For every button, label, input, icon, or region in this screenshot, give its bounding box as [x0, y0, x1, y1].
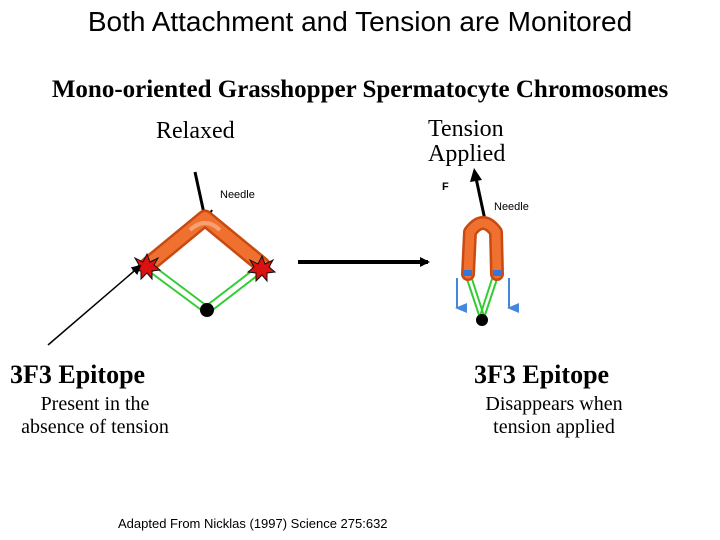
- kinetochore-right-marker: [493, 270, 502, 276]
- tension-label-line2: Applied: [428, 141, 506, 167]
- force-label: F: [442, 181, 449, 193]
- pointer-arrow: [47, 264, 142, 346]
- tension-applied-label: Tension Applied: [428, 117, 505, 167]
- spindle-fibers-right: [465, 275, 499, 319]
- spindle-fibers-left: [149, 266, 263, 313]
- epitope-star-icon-right: [246, 254, 277, 283]
- needle-label-left: Needle: [220, 189, 255, 201]
- epitope-heading-left: 3F3 Epitope: [10, 360, 146, 389]
- tension-chromosome-diagram: F Needle: [442, 168, 529, 326]
- slide-subtitle: Mono-oriented Grasshopper Spermatocyte C…: [51, 76, 669, 103]
- needle-force-icon: [474, 177, 487, 221]
- epitope-description-right-line2: tension applied: [493, 416, 615, 438]
- relaxed-label: Relaxed: [156, 118, 235, 144]
- epitope-description-right: Disappears when tension applied: [464, 393, 644, 439]
- spindle-pole-right: [476, 314, 488, 326]
- epitope-description-left-line1: Present in the: [40, 393, 150, 415]
- spindle-pole-left: [200, 303, 214, 317]
- epitope-heading-right: 3F3 Epitope: [474, 360, 610, 389]
- slide-title: Both Attachment and Tension are Monitore…: [87, 6, 633, 37]
- kinetochore-left-marker: [463, 270, 472, 276]
- epitope-description-left-line2: absence of tension: [21, 416, 169, 438]
- epitope-description-right-line1: Disappears when: [485, 393, 623, 415]
- epitope-star-icon-left: [131, 252, 162, 281]
- citation: Adapted From Nicklas (1997) Science 275:…: [118, 516, 388, 531]
- tension-label-line1: Tension: [428, 116, 504, 142]
- epitope-description-left: Present in the absence of tension: [0, 393, 190, 439]
- relaxed-chromosome-diagram: Needle: [131, 171, 277, 317]
- needle-label-right: Needle: [494, 201, 529, 213]
